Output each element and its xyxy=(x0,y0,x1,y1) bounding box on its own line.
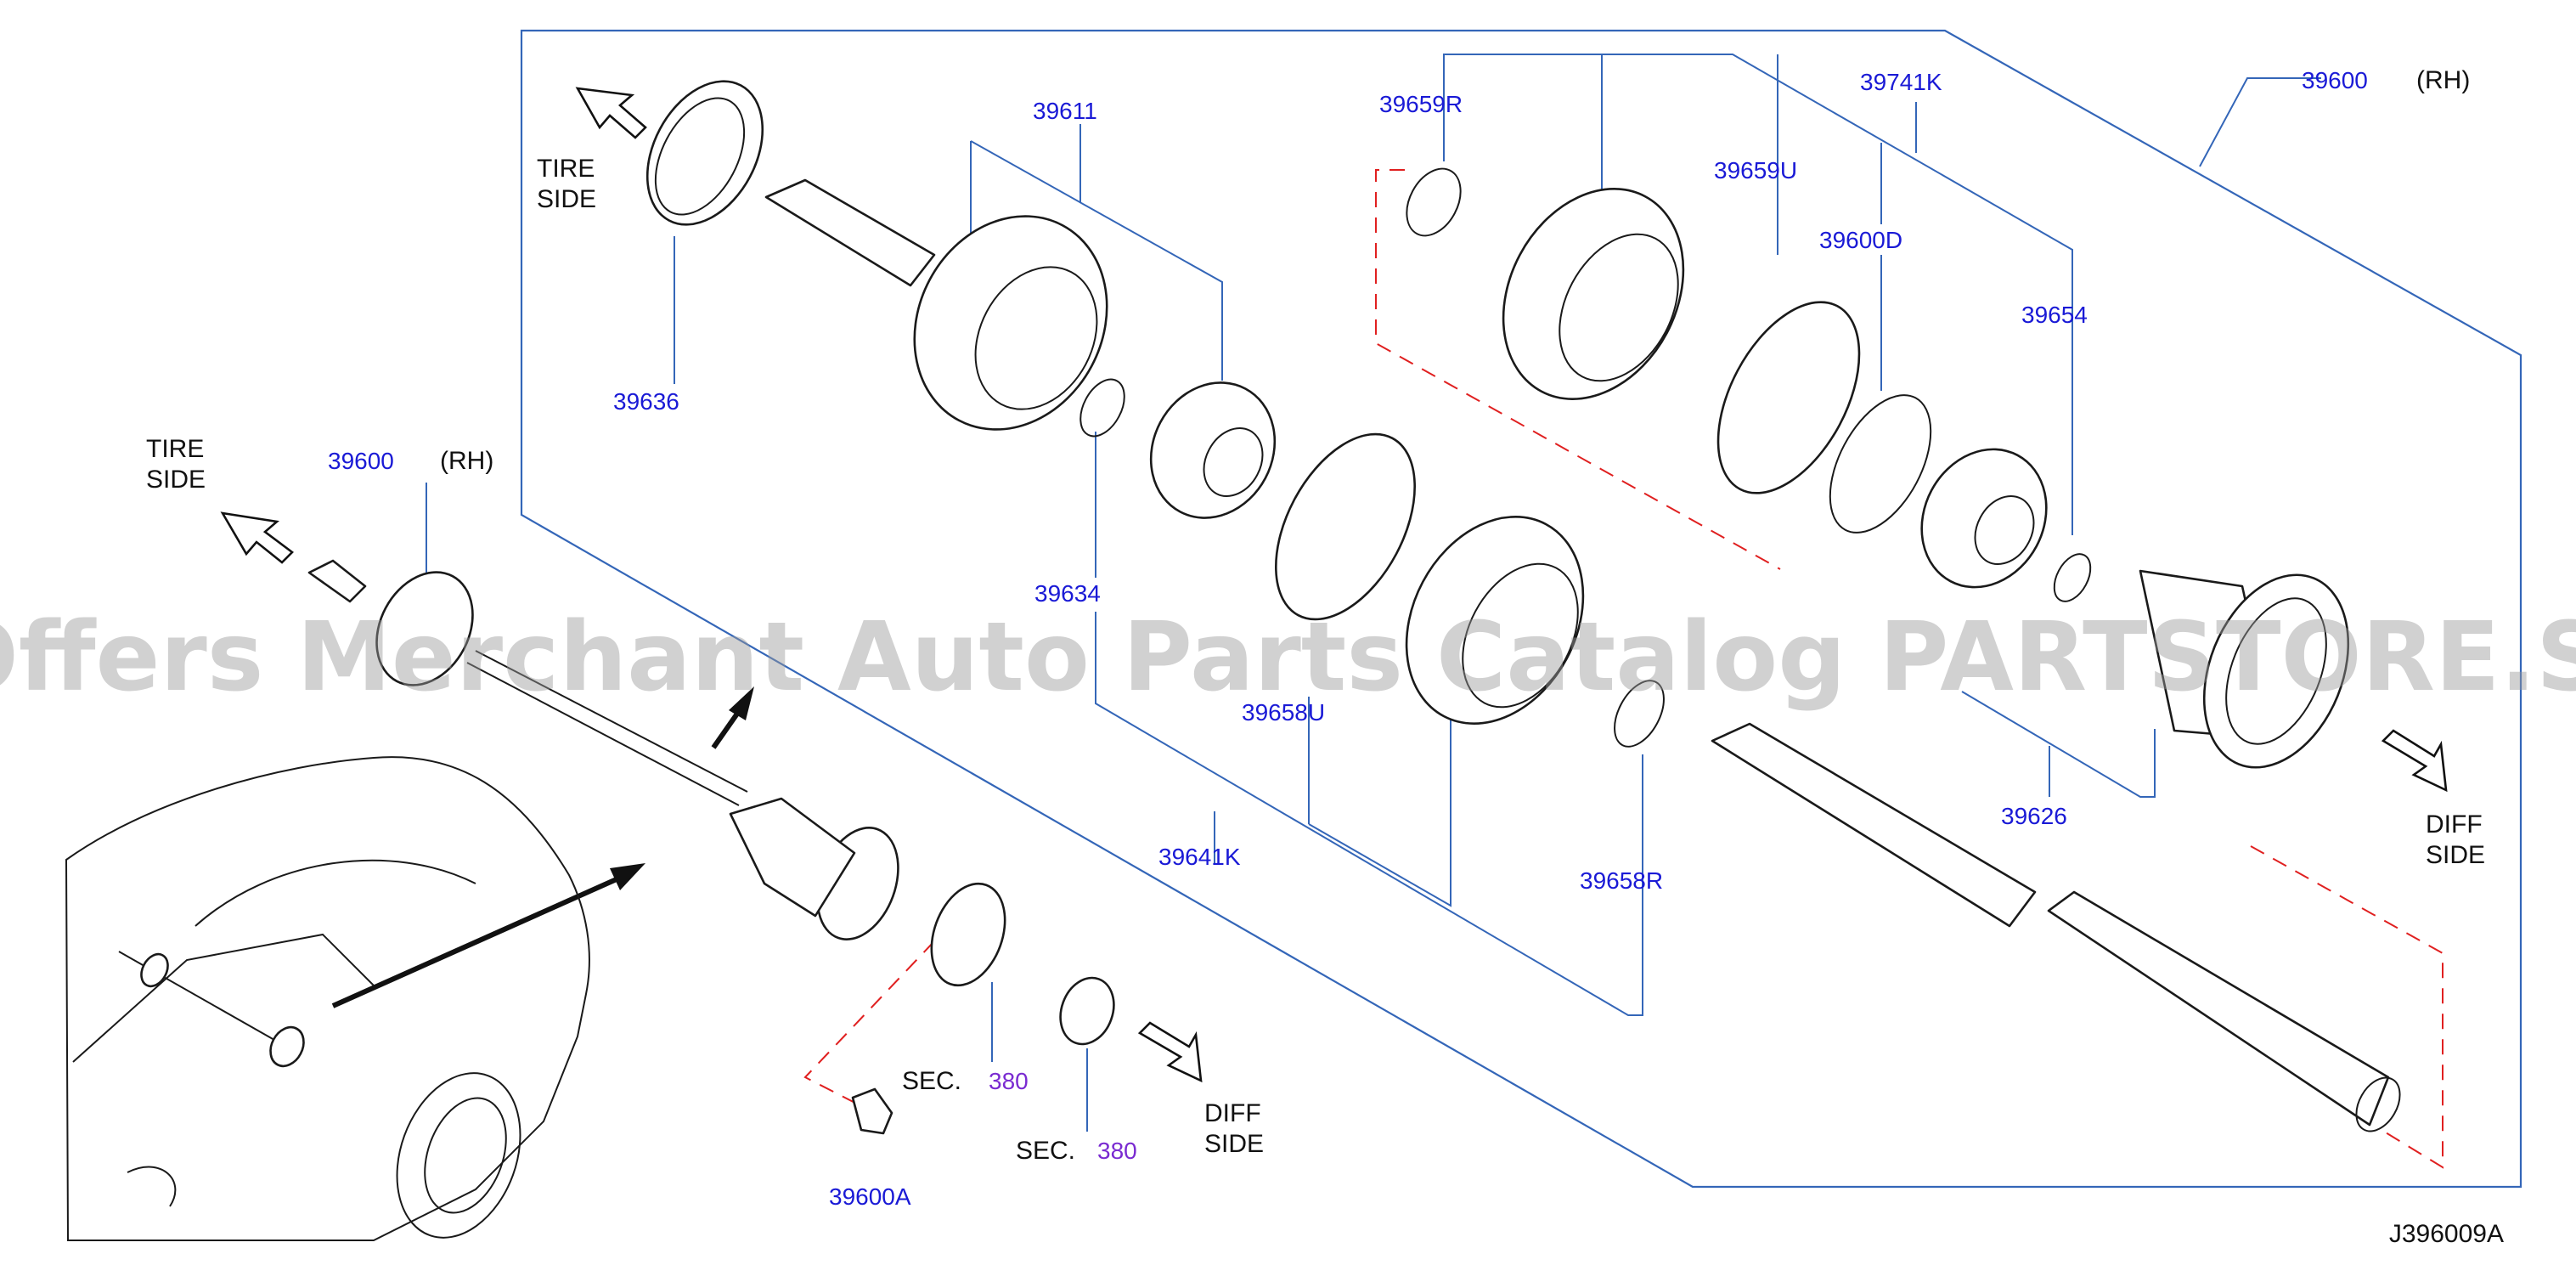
large-snap-ring-icon xyxy=(1829,394,1932,534)
sec-label-2: SEC. xyxy=(1016,1137,1075,1165)
part-label-39626[interactable]: 39626 xyxy=(2001,803,2067,829)
rh-shaft-end-icon xyxy=(307,559,367,603)
part-label-39659R[interactable]: 39659R xyxy=(1379,91,1463,117)
diff-side-arrow-bottom-icon xyxy=(1137,1021,1203,1083)
tire-side-left-line2: SIDE xyxy=(146,466,206,494)
part-label-39658R[interactable]: 39658R xyxy=(1580,867,1663,894)
diff-side-bottom-line2: SIDE xyxy=(1204,1130,1264,1158)
bolt-icon xyxy=(851,1087,893,1135)
upper-boot-band-icon xyxy=(1716,301,1861,494)
part-label-39636[interactable]: 39636 xyxy=(613,388,679,415)
retaining-ring-icon xyxy=(2053,553,2092,602)
alignment-lines xyxy=(803,169,2444,1169)
side-labels: TIRE SIDE TIRE SIDE DIFF SIDE DIFF SIDE xyxy=(146,155,2485,1158)
upper-small-band-icon xyxy=(1406,167,1462,237)
housing-flange-icon xyxy=(2202,573,2350,769)
inner-spider-icon xyxy=(1920,448,2048,589)
assembly-frame xyxy=(520,29,2522,1189)
direction-arrows xyxy=(220,87,2448,1083)
shaft-upper-icon xyxy=(1711,722,2037,928)
part-label-39600D[interactable]: 39600D xyxy=(1819,227,1902,253)
rh-outer-boot-icon xyxy=(375,571,474,686)
part-label-39600A[interactable]: 39600A xyxy=(829,1183,911,1210)
part-labels: 39600 (RH) 39611 39659R 39741K 39659U 39… xyxy=(328,66,2470,1210)
diff-side-bottom-line1: DIFF xyxy=(1204,1099,1261,1127)
tire-side-arrow-left-icon xyxy=(220,511,294,564)
rh-label-left: (RH) xyxy=(440,447,493,475)
up-arrow-icon xyxy=(711,712,740,749)
diff-side-arrow-right-icon xyxy=(2381,729,2448,793)
small-band-icon xyxy=(1614,680,1665,748)
part-label-39658U[interactable]: 39658U xyxy=(1242,699,1325,726)
diagram-reference-code: J396009A xyxy=(2389,1220,2504,1248)
tire-side-arrow-top-icon xyxy=(575,87,647,139)
part-label-39600-left[interactable]: 39600 xyxy=(328,448,394,474)
shaft-lower-icon xyxy=(2047,890,2390,1127)
car-pointer-arrow-icon xyxy=(331,876,620,1008)
companion-flange-icon xyxy=(930,882,1006,987)
snap-ring-icon xyxy=(1079,378,1125,438)
parts-drawings xyxy=(307,80,2401,1135)
inner-boot-icon xyxy=(1405,516,1585,725)
upper-boot-icon xyxy=(1502,188,1685,400)
outer-joint-housing-icon xyxy=(913,215,1108,431)
diff-side-right-line2: SIDE xyxy=(2426,841,2485,869)
part-label-39659U[interactable]: 39659U xyxy=(1714,157,1797,184)
sec-ref-380-2[interactable]: 380 xyxy=(1097,1138,1137,1164)
watermark-text: Offers Merchant Auto Parts Catalog PARTS… xyxy=(0,602,2576,713)
dust-seal-icon xyxy=(645,80,764,226)
part-label-39634[interactable]: 39634 xyxy=(1034,580,1101,607)
leader-lines xyxy=(426,54,2321,1132)
part-label-39611[interactable]: 39611 xyxy=(1033,98,1097,124)
section-references: SEC. 380 SEC. 380 xyxy=(902,1067,1137,1165)
oil-seal-icon xyxy=(1059,976,1115,1046)
diff-side-right-line1: DIFF xyxy=(2426,810,2483,839)
spider-assembly-icon xyxy=(1149,381,1277,519)
part-label-39741K[interactable]: 39741K xyxy=(1860,69,1942,95)
tire-side-top-line2: SIDE xyxy=(537,185,596,213)
tire-side-top-line1: TIRE xyxy=(537,155,595,183)
part-label-39641K[interactable]: 39641K xyxy=(1158,844,1241,870)
outer-joint-shaft-icon xyxy=(764,178,936,287)
rh-label-top: (RH) xyxy=(2416,66,2470,94)
vehicle-silhouette-icon xyxy=(65,756,590,1241)
part-label-39600-top[interactable]: 39600 xyxy=(2302,67,2368,93)
sec-label-1: SEC. xyxy=(902,1067,961,1095)
tire-side-left-line1: TIRE xyxy=(146,435,204,463)
joint-assembly-icon xyxy=(729,797,856,918)
sec-ref-380-1[interactable]: 380 xyxy=(989,1068,1029,1094)
part-label-39654[interactable]: 39654 xyxy=(2021,302,2088,328)
boot-band-icon xyxy=(1275,432,1416,621)
